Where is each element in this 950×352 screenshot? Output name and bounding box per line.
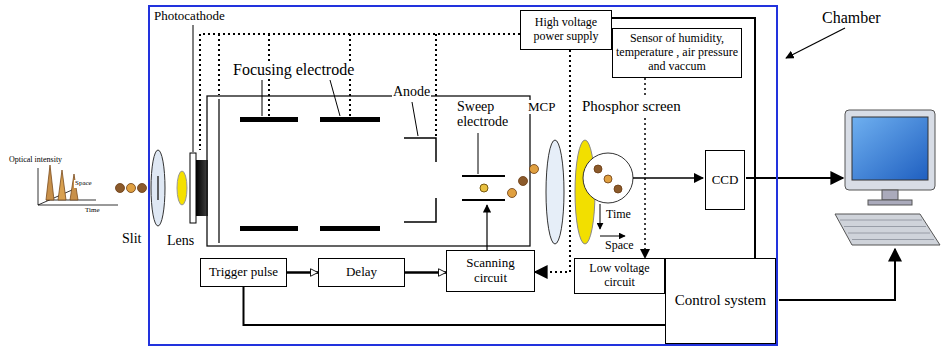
slit-opening xyxy=(157,176,159,200)
box-label: Sensor of humidity, temperature , air pr… xyxy=(615,32,739,73)
part-label: Lens xyxy=(166,233,195,248)
time-axis-arrow xyxy=(600,204,601,229)
box-label: Trigger pulse xyxy=(209,265,278,280)
streak-tube xyxy=(207,96,530,246)
box-label: High voltage power supply xyxy=(523,16,609,44)
box-label: CCD xyxy=(712,173,739,188)
chamber-outline: ChamberHigh voltage power supplySensor o… xyxy=(148,5,778,346)
delay-box: Delay xyxy=(318,258,405,287)
part-label: Optical intensity xyxy=(8,156,63,165)
sweep-electrode xyxy=(462,176,505,200)
scanning-circuit-box: Scanning circuit xyxy=(446,250,535,292)
box-text-group: Delay xyxy=(346,265,377,280)
leader-lines xyxy=(193,25,478,174)
part-label: Phosphor screen xyxy=(581,98,682,115)
mcp xyxy=(546,140,564,244)
box-text-group: High voltage power supply xyxy=(523,16,609,44)
sensor-box: Sensor of humidity, temperature , air pr… xyxy=(612,28,742,78)
box-label: Control system xyxy=(675,292,766,309)
power-supply-box: High voltage power supply xyxy=(520,10,612,50)
box-text-group: Trigger pulse xyxy=(209,265,278,280)
screen-image xyxy=(583,153,633,203)
photocathode xyxy=(196,160,208,216)
focusing-electrodes xyxy=(240,117,380,231)
chamber-label: Chamber xyxy=(822,9,881,27)
part-label: Space xyxy=(74,180,93,188)
pulse-chart xyxy=(38,165,118,205)
part-label: Photocathode xyxy=(153,9,226,23)
mesh-electrode xyxy=(218,99,219,243)
box-text-group: Control system xyxy=(675,292,766,309)
part-label: Sweep electrode xyxy=(456,99,520,130)
connector xyxy=(535,50,570,272)
part-label: Focusing electrode xyxy=(232,61,355,79)
connector xyxy=(405,271,446,274)
ccd-to-computer-arrow xyxy=(746,177,843,179)
part-label: MCP xyxy=(527,100,556,114)
box-label: Delay xyxy=(346,265,377,280)
slit xyxy=(151,150,165,226)
part-label: Slit xyxy=(121,231,142,246)
box-label: Scanning circuit xyxy=(449,256,532,286)
low-voltage-box: Low voltage circuit xyxy=(574,258,665,294)
box-label: Low voltage circuit xyxy=(577,262,662,290)
connector xyxy=(612,18,755,258)
electron-beads xyxy=(508,165,539,198)
box-text-group: Sensor of humidity, temperature , air pr… xyxy=(615,32,739,73)
trigger-box: Trigger pulse xyxy=(200,258,287,287)
sweep-drive-arrow xyxy=(486,205,487,250)
part-label: Time xyxy=(84,207,101,215)
screen-to-ccd-arrow xyxy=(633,177,703,179)
streak-dots xyxy=(594,165,622,193)
high-voltage-feeds xyxy=(200,34,520,150)
photon-beads xyxy=(116,184,147,193)
connector xyxy=(287,271,318,274)
control-system-box: Control system xyxy=(665,258,776,344)
anode xyxy=(404,138,436,222)
box-text-group: CCD xyxy=(712,173,739,188)
box-text-group: Low voltage circuit xyxy=(577,262,662,290)
ccd-box: CCD xyxy=(705,150,745,210)
control-to-computer-arrow xyxy=(779,249,895,300)
chamber-pointer xyxy=(786,28,845,58)
lens xyxy=(177,171,187,205)
electron-bunch xyxy=(480,184,488,192)
part-label: Space xyxy=(604,239,635,252)
photocathode-plate xyxy=(190,153,196,223)
computer xyxy=(835,110,940,245)
part-label: Anode xyxy=(392,84,431,99)
part-label: Time xyxy=(605,208,632,221)
box-text-group: Scanning circuit xyxy=(449,256,532,286)
space-axis-arrow xyxy=(600,236,625,237)
